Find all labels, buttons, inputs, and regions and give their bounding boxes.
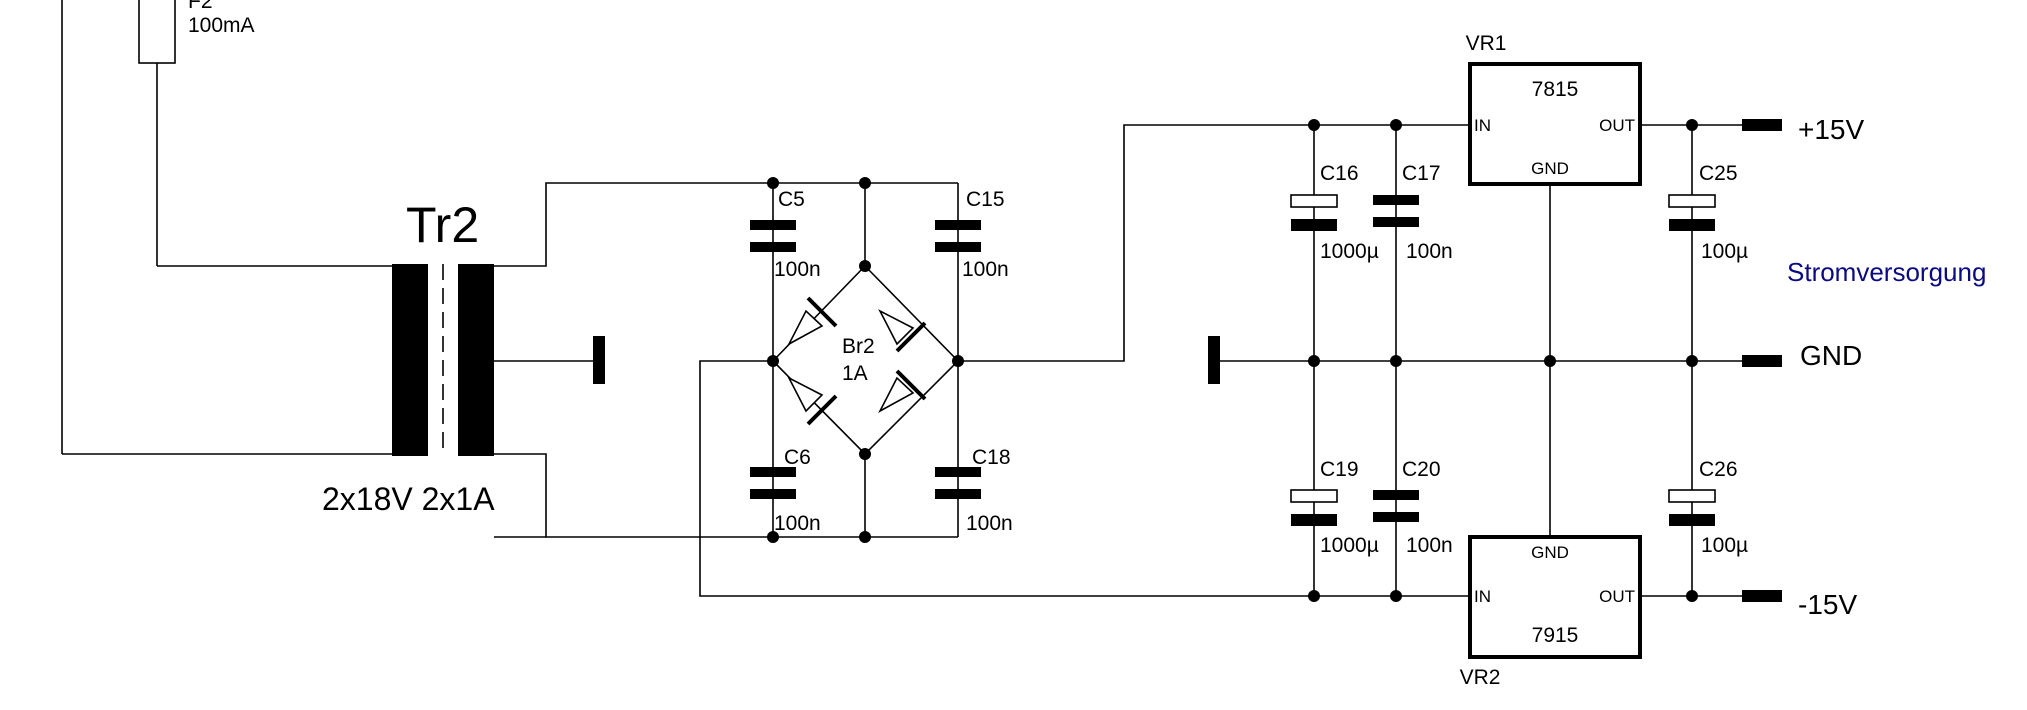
capacitor-c25: C25 100µ xyxy=(1668,162,1748,263)
junction-dots xyxy=(767,119,1698,602)
diode-d2 xyxy=(878,309,927,353)
bridge-rating: 1A xyxy=(842,362,868,385)
regulator-vr2: VR2 7915 IN OUT GND xyxy=(1460,535,1642,689)
c18-ref: C18 xyxy=(972,446,1011,469)
c25-value: 100µ xyxy=(1701,240,1748,263)
port-neg: -15V xyxy=(1742,589,1857,620)
secondary-wiring xyxy=(494,182,773,538)
c16-ref: C16 xyxy=(1320,162,1359,185)
vr2-pin-in: IN xyxy=(1474,587,1491,606)
c15-value: 100n xyxy=(962,258,1009,281)
bridge-rectifier-br2: Br2 1A xyxy=(771,182,960,538)
capacitor-c19: C19 1000µ xyxy=(1290,458,1379,557)
c16-value: 1000µ xyxy=(1320,240,1379,263)
port-gnd-label: GND xyxy=(1800,340,1862,371)
capacitor-c26: C26 100µ xyxy=(1668,458,1748,557)
capacitor-c17: C17 100n xyxy=(1373,162,1453,263)
c17-value: 100n xyxy=(1406,240,1453,263)
fuse-ref: F2 xyxy=(188,0,213,13)
vr1-part: 7815 xyxy=(1532,78,1579,101)
c6-value: 100n xyxy=(774,512,821,535)
diode-d4 xyxy=(878,369,927,413)
c25-ref: C25 xyxy=(1699,162,1738,185)
vr2-ref: VR2 xyxy=(1460,666,1501,689)
vr2-part: 7915 xyxy=(1532,624,1579,647)
vr1-pin-in: IN xyxy=(1474,116,1491,135)
rail-wiring xyxy=(699,124,1742,597)
vr2-pin-out: OUT xyxy=(1599,587,1635,606)
bridge-ref: Br2 xyxy=(842,335,875,358)
ground-symbol-tr-center xyxy=(593,336,605,384)
c19-ref: C19 xyxy=(1320,458,1359,481)
regulator-vr1: VR1 7815 IN OUT GND xyxy=(1466,32,1642,186)
c6-ref: C6 xyxy=(784,446,811,469)
port-pos-label: +15V xyxy=(1798,114,1864,145)
c19-value: 1000µ xyxy=(1320,534,1379,557)
c5-value: 100n xyxy=(774,258,821,281)
port-gnd: GND xyxy=(1742,340,1862,371)
transformer-tr2: Tr2 2x18V 2x1A xyxy=(322,197,495,517)
fuse-f2: F2 100mA xyxy=(138,0,255,64)
port-neg-label: -15V xyxy=(1798,589,1857,620)
c18-value: 100n xyxy=(966,512,1013,535)
c17-ref: C17 xyxy=(1402,162,1441,185)
c20-ref: C20 xyxy=(1402,458,1441,481)
capacitor-c20: C20 100n xyxy=(1373,458,1453,557)
transformer-ref: Tr2 xyxy=(406,197,479,253)
port-pos: +15V xyxy=(1742,114,1864,145)
capacitor-c16: C16 1000µ xyxy=(1290,162,1379,263)
vr1-pin-out: OUT xyxy=(1599,116,1635,135)
c26-value: 100µ xyxy=(1701,534,1748,557)
transformer-rating: 2x18V 2x1A xyxy=(322,481,495,517)
ground-symbol-main xyxy=(1208,336,1220,384)
primary-wiring xyxy=(61,0,392,455)
capacitor-c6: C6 100n xyxy=(750,446,821,535)
vr1-ref: VR1 xyxy=(1466,32,1507,55)
capacitor-c5: C5 100n xyxy=(750,188,821,281)
diode-d3 xyxy=(787,376,838,426)
c5-ref: C5 xyxy=(778,188,805,211)
c15-ref: C15 xyxy=(966,188,1005,211)
capacitor-c18: C18 100n xyxy=(935,446,1013,535)
c20-value: 100n xyxy=(1406,534,1453,557)
diode-d1 xyxy=(787,296,838,346)
section-title: Stromversorgung xyxy=(1787,257,1986,287)
fuse-value: 100mA xyxy=(188,14,255,37)
c26-ref: C26 xyxy=(1699,458,1738,481)
vr1-pin-gnd: GND xyxy=(1531,159,1569,178)
capacitor-c15: C15 100n xyxy=(935,188,1009,281)
vr2-pin-gnd: GND xyxy=(1531,543,1569,562)
